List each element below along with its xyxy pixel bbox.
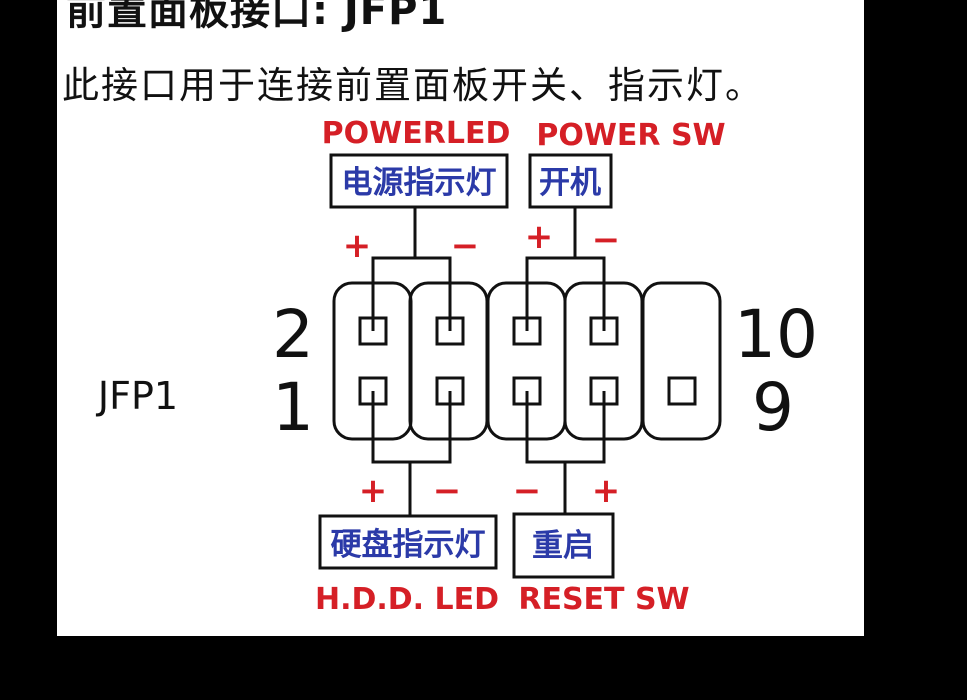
box-label-hdd-led: 硬盘指示灯	[331, 527, 486, 563]
pin-number-2: 2	[272, 296, 314, 373]
group-name-reset-sw: RESET SW	[518, 582, 689, 617]
page-title: 前置面板接口: JFP1	[66, 0, 448, 34]
page-subtitle: 此接口用于连接前置面板开关、指示灯。	[62, 64, 764, 107]
pin-9	[667, 376, 697, 406]
polarity-plus-powerled: +	[343, 226, 372, 266]
connector-label: JFP1	[96, 374, 178, 418]
pin-column-housing-5	[641, 281, 722, 441]
group-name-power-sw: POWER SW	[536, 118, 725, 153]
polarity-plus-hdd-led: +	[359, 471, 388, 511]
label-box-hdd-led	[318, 514, 498, 570]
polarity-minus-hdd-led: −	[433, 471, 462, 511]
polarity-plus-power-sw: +	[525, 217, 554, 257]
polarity-minus-powerled: −	[451, 226, 480, 266]
box-label-power-sw: 开机	[539, 165, 601, 201]
polarity-plus-reset-sw: +	[592, 471, 621, 511]
box-label-powerled: 电源指示灯	[342, 165, 497, 201]
polarity-minus-power-sw: −	[592, 220, 621, 260]
pin-number-9: 9	[752, 369, 794, 446]
polarity-minus-reset-sw: −	[513, 471, 542, 511]
label-box-reset-sw	[512, 512, 615, 579]
box-label-reset-sw: 重启	[532, 528, 594, 564]
group-name-powerled: POWERLED	[322, 116, 511, 151]
label-box-powerled	[329, 153, 509, 209]
wire-powerled	[371, 256, 452, 331]
pin-number-10: 10	[734, 296, 818, 373]
wire-power-sw	[525, 256, 606, 331]
label-box-power-sw	[528, 153, 613, 209]
pin-number-1: 1	[272, 369, 314, 446]
group-name-hdd-led: H.D.D. LED	[315, 582, 499, 617]
